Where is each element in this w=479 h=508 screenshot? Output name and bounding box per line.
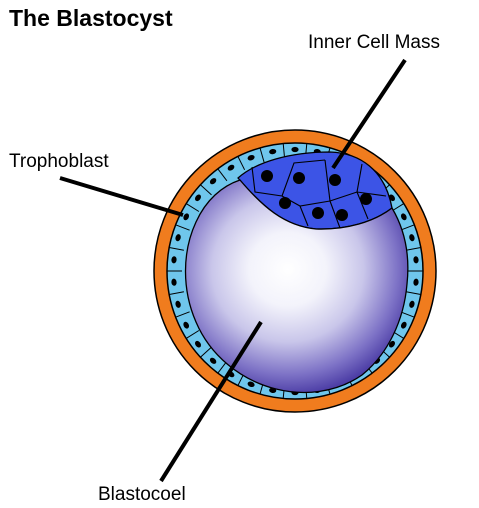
- trophoblast-cell-border: [406, 291, 421, 295]
- trophoblast-cell-border: [175, 311, 190, 318]
- blastocoel-leader-line: [159, 320, 263, 483]
- trophoblast-cell-border: [185, 203, 200, 212]
- trophoblast-nucleus: [183, 213, 190, 221]
- trophoblast-nucleus: [194, 194, 202, 202]
- trophoblast-nucleus: [413, 278, 419, 286]
- trophoblast-cell-border: [259, 147, 265, 163]
- trophoblast-nucleus: [409, 234, 415, 242]
- icm-nucleus: [336, 209, 348, 221]
- trophoblast-cell-border: [185, 330, 200, 339]
- diagram-title: The Blastocyst: [9, 5, 173, 31]
- icm-cell-border: [329, 200, 341, 229]
- trophoblast-cell-border: [169, 247, 184, 251]
- trophoblast-nucleus: [209, 178, 217, 185]
- trophoblast-label: Trophoblast: [9, 151, 109, 172]
- icm-nucleus: [279, 197, 291, 209]
- trophoblast-nucleus: [409, 300, 415, 308]
- trophoblast-cell-border: [175, 224, 190, 231]
- trophoblast-nucleus: [269, 148, 277, 155]
- trophoblast-leader-line: [59, 176, 184, 217]
- trophoblast-nucleus: [171, 256, 177, 264]
- trophoblast-cell-border: [217, 168, 228, 182]
- inner-cell-mass-leader-line: [331, 58, 407, 170]
- blastocoel-cavity: [184, 179, 409, 394]
- icm-nucleus: [293, 172, 305, 184]
- trophoblast-nucleus: [171, 278, 177, 286]
- blastocoel-label: Blastocoel: [98, 484, 186, 505]
- icm-nucleus: [312, 207, 324, 219]
- trophoblast-nucleus: [400, 213, 407, 221]
- icm-nucleus: [261, 170, 273, 182]
- trophoblast-nucleus: [388, 340, 396, 348]
- trophoblast-nucleus: [175, 300, 181, 308]
- icm-cell-border: [356, 191, 369, 220]
- icm-cell-border: [251, 166, 283, 197]
- trophoblast-cell-border: [200, 184, 212, 196]
- trophoblast-cell-border: [406, 247, 421, 251]
- trophoblast-cell-border: [282, 143, 286, 159]
- trophoblast-nucleus: [291, 146, 299, 153]
- icm-cell-border: [299, 205, 309, 227]
- trophoblast-nucleus: [400, 321, 407, 329]
- trophoblast-nucleus: [227, 164, 235, 171]
- trophoblast-cell-border: [237, 156, 246, 171]
- trophoblast-nucleus: [413, 256, 419, 264]
- icm-cell-border: [356, 163, 363, 193]
- trophoblast-cell-border: [400, 311, 415, 318]
- trophoblast-cell-border: [200, 346, 212, 358]
- trophoblast-nucleus: [209, 357, 217, 364]
- trophoblast-nucleus: [247, 154, 255, 161]
- trophoblast-nucleus: [183, 321, 190, 329]
- icm-cell-border: [281, 159, 326, 197]
- icm-nucleus: [329, 174, 341, 186]
- trophoblast-nucleus: [194, 340, 202, 348]
- icm-nucleus: [360, 193, 372, 205]
- trophoblast-cell-border: [169, 291, 184, 295]
- trophoblast-nucleus: [175, 234, 181, 242]
- inner-cell-mass-label: Inner Cell Mass: [308, 32, 440, 53]
- icm-cell-border: [324, 159, 331, 202]
- trophoblast-cell-border: [400, 224, 415, 231]
- trophoblast-nucleus: [247, 381, 255, 388]
